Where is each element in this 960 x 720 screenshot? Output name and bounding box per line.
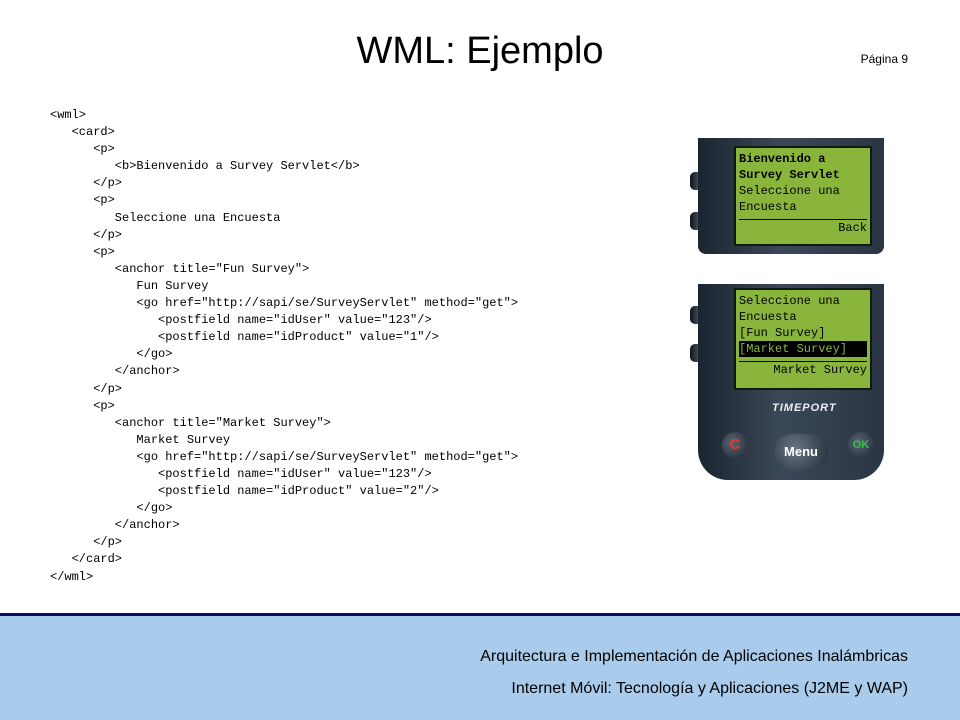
screen-line: Seleccione una	[739, 294, 840, 308]
page-number: Página 9	[860, 52, 908, 66]
code-line: <postfield name="idUser" value="123"/>	[50, 466, 432, 481]
code-line: <p>	[50, 398, 115, 413]
code-line: </p>	[50, 381, 123, 396]
ok-key: OK	[848, 432, 874, 458]
screen-line-selected: [Market Survey]	[739, 341, 867, 357]
code-line: <b>Bienvenido a Survey Servlet</b>	[50, 159, 360, 174]
slide-title: WML: Ejemplo	[356, 30, 604, 72]
screen-line: Bienvenido a	[739, 152, 826, 166]
phone-screen: Bienvenido a Survey Servlet Seleccione u…	[734, 146, 872, 246]
code-line: </p>	[50, 227, 123, 242]
screen-line: Seleccione una	[739, 184, 840, 198]
footer-subtitle: Internet Móvil: Tecnología y Aplicacione…	[511, 680, 908, 697]
screen-line: Encuesta	[739, 310, 797, 324]
code-line: <postfield name="idUser" value="123"/>	[50, 313, 432, 328]
code-line: <p>	[50, 142, 115, 157]
code-line: <anchor title="Market Survey">	[50, 415, 331, 430]
brand-logo: TIMEPORT	[772, 402, 837, 414]
footer-course-title: Arquitectura e Implementación de Aplicac…	[480, 648, 908, 665]
code-line: </card>	[50, 552, 123, 567]
code-line: <wml>	[50, 108, 87, 122]
code-line: <p>	[50, 244, 115, 259]
code-line: <postfield name="idProduct" value="1"/>	[50, 330, 439, 345]
code-line: </wml>	[50, 569, 94, 584]
code-line: </anchor>	[50, 364, 180, 379]
screen-line: Encuesta	[739, 200, 797, 214]
phone-image-welcome: Bienvenido a Survey Servlet Seleccione u…	[688, 138, 890, 254]
code-line: <anchor title="Fun Survey">	[50, 261, 310, 276]
code-line: <p>	[50, 193, 115, 208]
screen-divider	[739, 361, 867, 362]
code-line: <postfield name="idProduct" value="2"/>	[50, 484, 439, 499]
screen-line: [Fun Survey]	[739, 326, 826, 340]
phone-image-menu: Seleccione una Encuesta [Fun Survey] [Ma…	[688, 284, 890, 480]
phone-screen: Seleccione una Encuesta [Fun Survey] [Ma…	[734, 288, 872, 390]
clear-key: C	[722, 432, 748, 458]
footer-band: Arquitectura e Implementación de Aplicac…	[0, 613, 960, 720]
code-line: </go>	[50, 501, 173, 516]
code-line: Seleccione una Encuesta	[50, 210, 281, 225]
code-line: </p>	[50, 535, 123, 550]
code-line: <go href="http://sapi/se/SurveyServlet" …	[50, 296, 519, 311]
code-line: <card>	[50, 125, 115, 140]
phone-body: Bienvenido a Survey Servlet Seleccione u…	[698, 138, 884, 254]
phone-body: Seleccione una Encuesta [Fun Survey] [Ma…	[698, 284, 884, 480]
code-line: </go>	[50, 347, 173, 362]
screen-divider	[739, 219, 867, 220]
menu-key: Menu	[774, 434, 828, 470]
code-line: Fun Survey	[50, 278, 209, 293]
screen-line: Survey Servlet	[739, 168, 840, 182]
code-line: Market Survey	[50, 432, 231, 447]
code-line: <go href="http://sapi/se/SurveyServlet" …	[50, 449, 519, 464]
code-line: </p>	[50, 176, 123, 191]
softkey-back: Back	[838, 221, 867, 235]
softkey-market-survey: Market Survey	[773, 363, 867, 377]
wml-code-block: <wml> <card> <p> <b>Bienvenido a Survey …	[50, 107, 518, 586]
code-line: </anchor>	[50, 518, 180, 533]
